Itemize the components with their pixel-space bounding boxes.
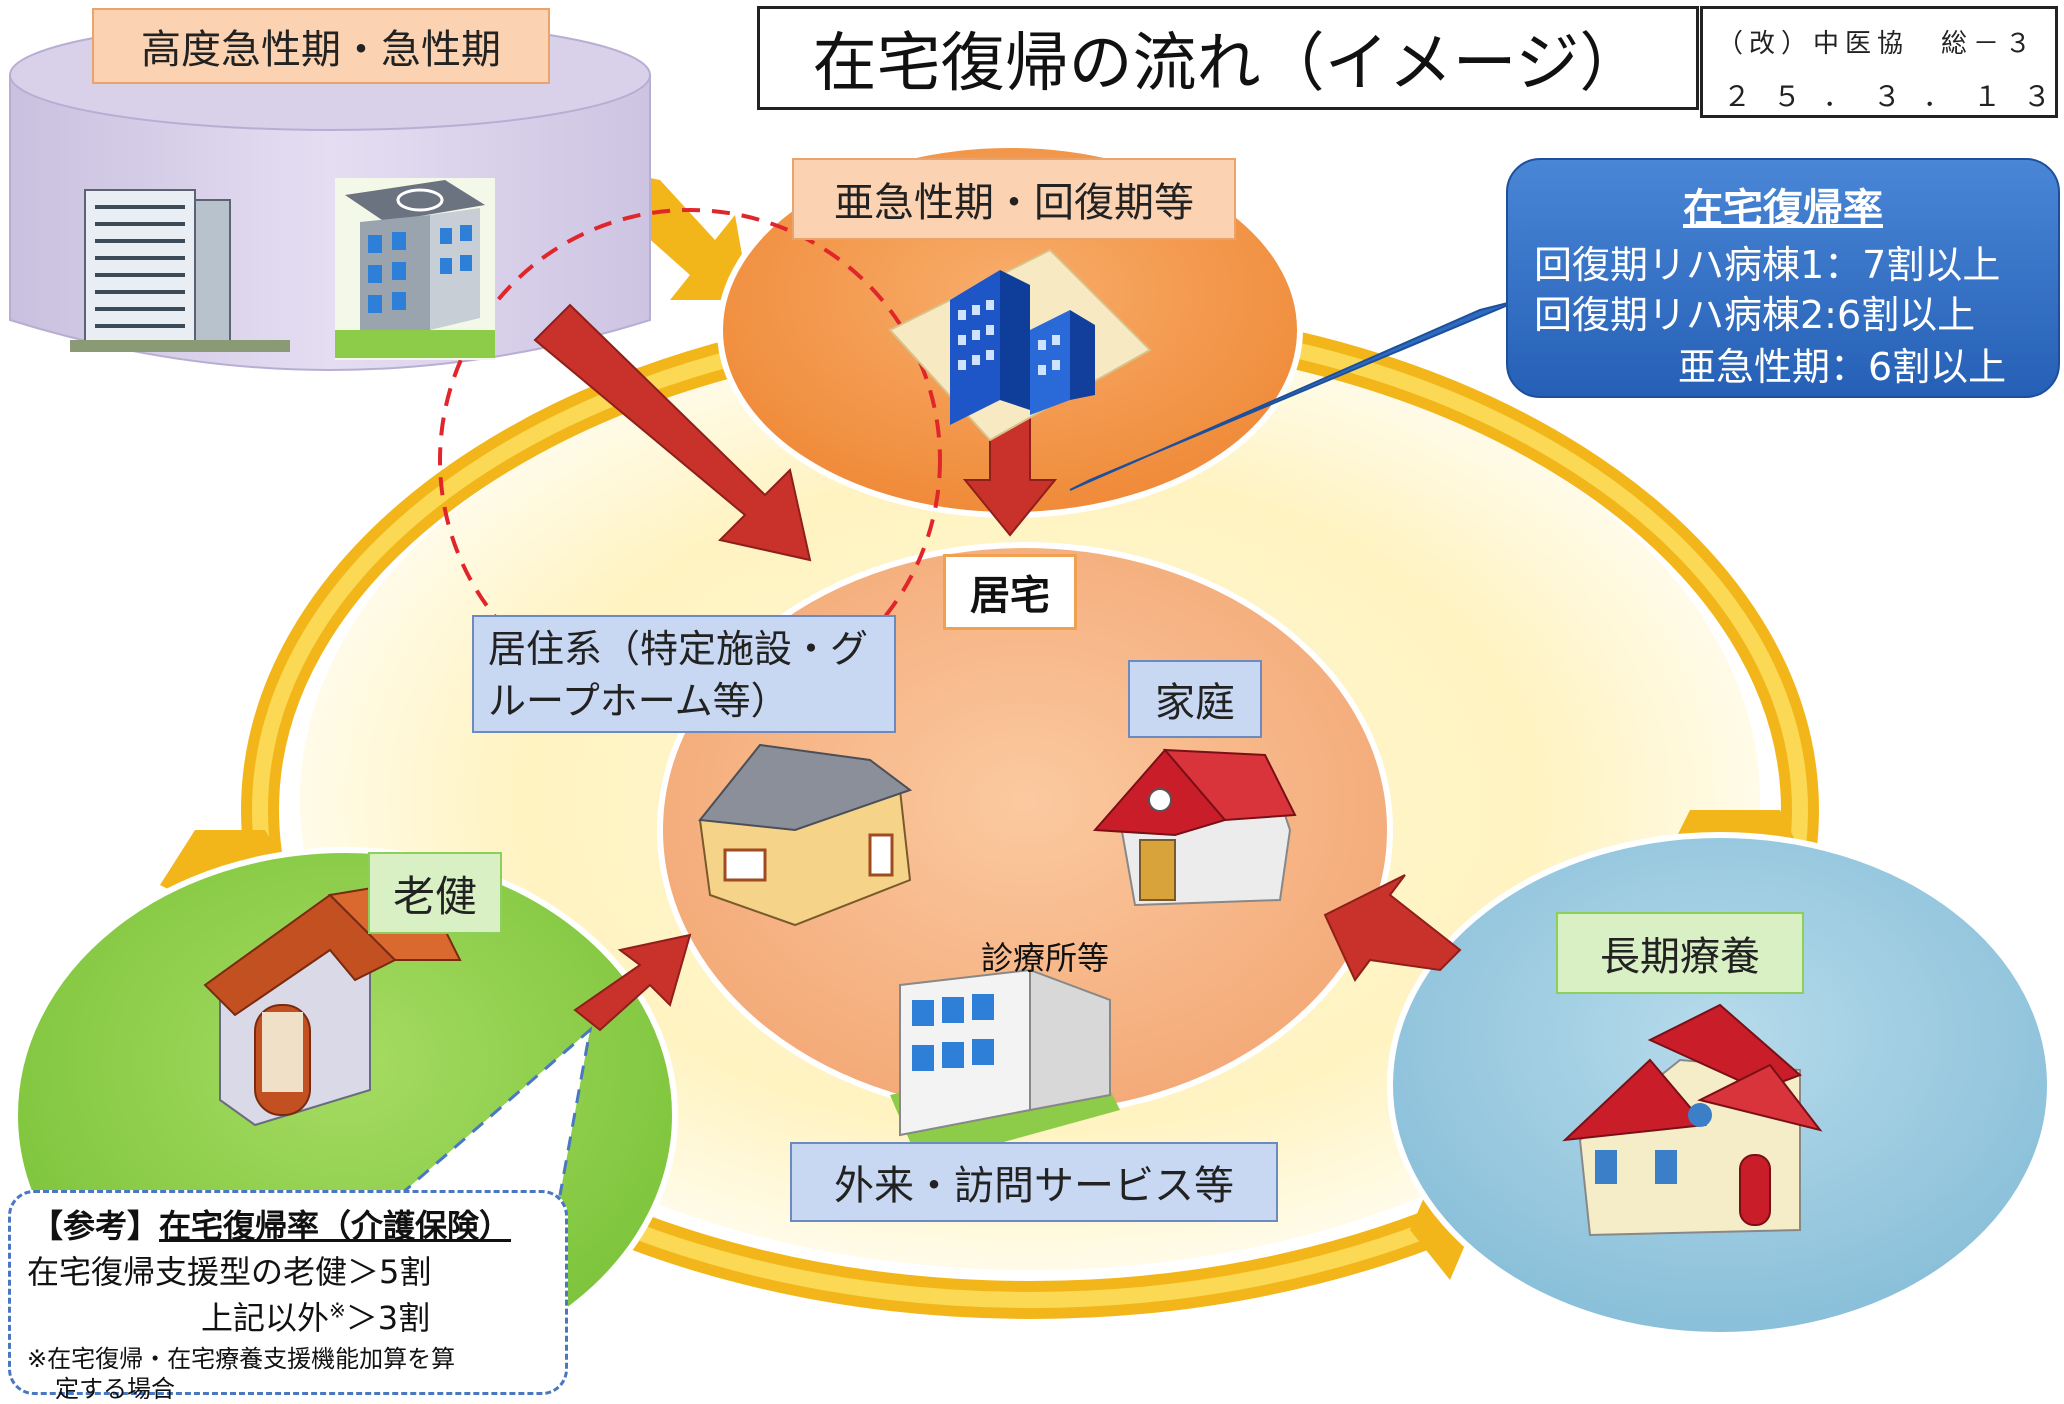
reference-line-2-mark: ※ <box>329 1298 346 1323</box>
office-building-icon <box>888 248 1152 442</box>
reference-heading: 【参考】在宅復帰率（介護保険） <box>31 1201 511 1247</box>
subacute-label: 亜急性期・回復期等 <box>792 158 1236 240</box>
hospital-building-icon <box>70 189 290 352</box>
helipad-hospital-icon <box>335 178 495 360</box>
clinic-label: 診療所等 <box>980 939 1109 977</box>
document-reference-line2: ２５．３．１３ <box>1723 80 2064 113</box>
reference-box: 【参考】在宅復帰率（介護保険） 在宅復帰支援型の老健＞5割 上記以外※＞3割 ※… <box>8 1190 568 1403</box>
acute-label: 高度急性期・急性期 <box>92 8 550 84</box>
callout-row-2: 回復期リハ病棟2:6割以上 <box>1534 293 1976 337</box>
return-home-rate-callout: 在宅復帰率 回復期リハ病棟1：7割以上 回復期リハ病棟2:6割以上 亜急性期：6… <box>1506 158 2060 398</box>
callout-heading: 在宅復帰率 <box>1683 186 1883 232</box>
reference-prefix: 【参考】 <box>31 1207 160 1245</box>
residential-house-icon <box>698 743 913 927</box>
red-arrow-acute-to-home <box>533 303 812 562</box>
home-label: 居宅 <box>943 554 1077 630</box>
reference-note-2: 定する場合 <box>55 1375 175 1403</box>
reference-line-2-tail: ＞3割 <box>345 1299 431 1337</box>
document-reference: （改）中医協 総－３ ２５．３．１３ <box>1700 6 2058 118</box>
clinic-building-icon <box>890 968 1120 1165</box>
reference-line-1: 在宅復帰支援型の老健＞5割 <box>27 1253 432 1291</box>
reference-line-2: 上記以外※＞3割 <box>201 1293 430 1339</box>
residential-label: 居住系（特定施設・グループホーム等） <box>472 615 896 733</box>
red-arrow-longterm-to-home <box>1323 874 1462 982</box>
callout-row-3: 亜急性期：6割以上 <box>1678 345 2007 389</box>
reference-title: 在宅復帰率（介護保険） <box>159 1207 512 1245</box>
reference-note-1: ※在宅復帰・在宅療養支援機能加算を算 <box>27 1345 456 1373</box>
longterm-label: 長期療養 <box>1556 912 1804 994</box>
reference-pointer <box>399 1026 593 1197</box>
red-arrow-rouken-to-home <box>573 933 692 1032</box>
red-arrow-subacute-to-home <box>962 409 1058 537</box>
reference-line-2-main: 上記以外 <box>201 1299 330 1337</box>
longterm-house-icon <box>1562 1003 1823 1237</box>
rouken-house-icon <box>203 878 462 1127</box>
callout-pointer <box>1069 299 1521 491</box>
page-title: 在宅復帰の流れ（イメージ） <box>757 6 1699 110</box>
rouken-label: 老健 <box>368 852 502 934</box>
family-label: 家庭 <box>1128 660 1262 738</box>
document-reference-line1: （改）中医協 総－３ <box>1717 29 2038 59</box>
outpatient-label: 外来・訪問サービス等 <box>790 1142 1278 1222</box>
family-house-icon <box>1092 748 1297 907</box>
callout-row-1: 回復期リハ病棟1：7割以上 <box>1534 243 2001 287</box>
